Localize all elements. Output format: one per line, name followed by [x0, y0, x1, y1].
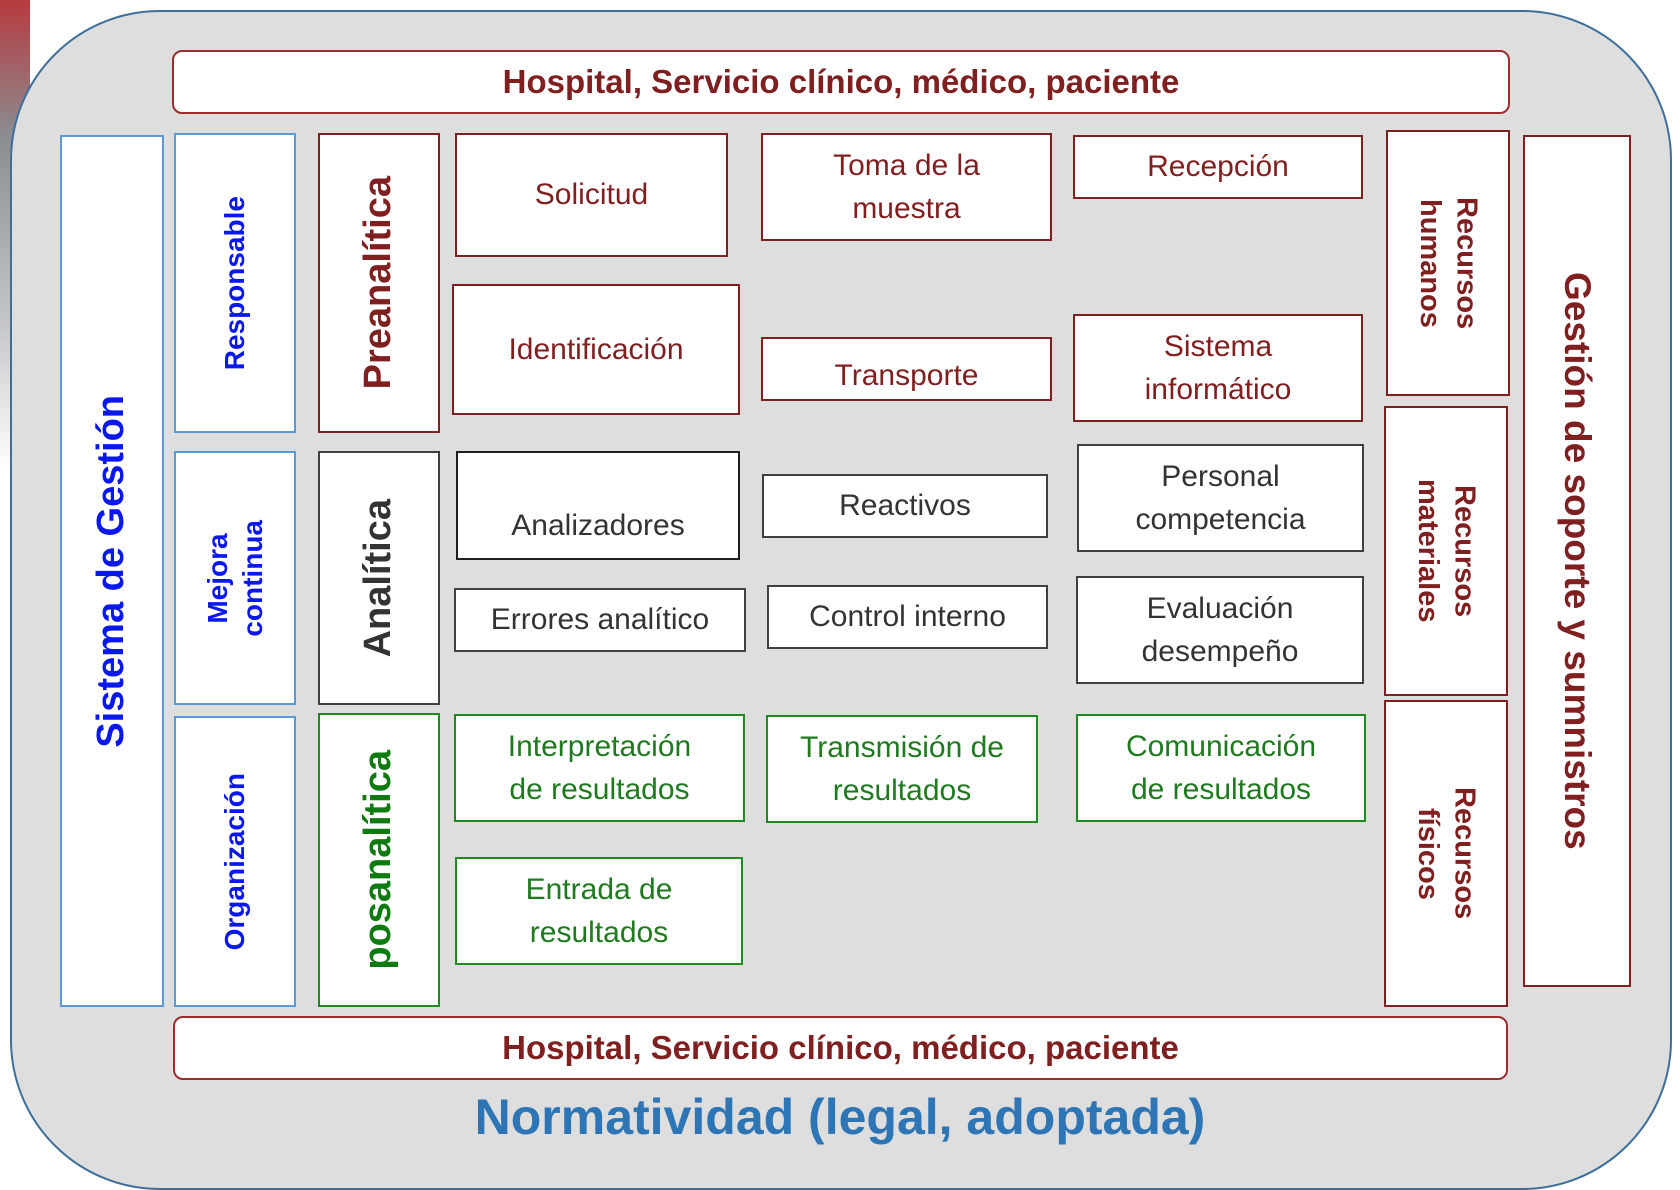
physical-resources-line-2: físicos: [1412, 807, 1444, 900]
physical-resources-line-1: Recursos: [1448, 787, 1481, 920]
performance-evaluation-box: Evaluación desempeño: [1076, 576, 1364, 684]
analytic-phase-box: Analítica: [318, 451, 440, 705]
results-communication-line-1: Comunicación: [1125, 729, 1317, 763]
regulations-footer: Normatividad (legal, adoptada): [474, 1089, 1206, 1145]
continuous-improvement-line-1: Mejora: [202, 532, 233, 624]
transport-label: Transporte: [834, 359, 979, 393]
results-interpretation-line-1: Interpretación: [507, 729, 692, 763]
sample-collection-line-1: Toma de la: [833, 148, 980, 182]
bottom-context-banner: Hospital, Servicio clínico, médico, paci…: [173, 1016, 1508, 1080]
results-interpretation-box: Interpretación de resultados: [454, 714, 745, 822]
analyzers-box: Analizadores: [456, 451, 740, 560]
identification-box: Identificación: [452, 284, 740, 415]
preanalytic-phase-box: Preanalítica: [318, 133, 440, 433]
transport-box: Transporte: [761, 337, 1052, 401]
performance-evaluation-label: Evaluación desempeño: [1142, 587, 1299, 674]
organization-label: Organización: [218, 772, 250, 951]
bottom-context-banner-text: Hospital, Servicio clínico, médico, paci…: [502, 1029, 1179, 1067]
results-entry-line-1: Entrada de: [525, 872, 673, 906]
analytic-errors-box: Errores analítico: [454, 588, 746, 652]
postanalytic-phase-label: posanalítica: [357, 750, 400, 970]
preanalytic-phase-label: Preanalítica: [357, 176, 400, 390]
sample-collection-box: Toma de la muestra: [761, 133, 1052, 241]
management-system-box: Sistema de Gestión: [60, 135, 164, 1007]
analytic-phase-label: Analítica: [357, 498, 400, 658]
top-context-banner: Hospital, Servicio clínico, médico, paci…: [172, 50, 1510, 114]
postanalytic-phase-box: posanalítica: [318, 713, 440, 1007]
material-resources-line-1: Recursos: [1448, 484, 1481, 618]
support-management-box: Gestión de soporte y sumnistros: [1523, 135, 1631, 987]
information-system-line-1: Sistema: [1163, 329, 1273, 363]
results-transmission-label: Transmisión de resultados: [800, 726, 1004, 813]
performance-evaluation-line-1: Evaluación: [1146, 591, 1294, 625]
organization-box: Organización: [174, 716, 296, 1007]
results-entry-box: Entrada de resultados: [455, 857, 743, 965]
results-entry-line-2: resultados: [529, 916, 669, 949]
management-system-label: Sistema de Gestión: [90, 394, 133, 748]
results-interpretation-label: Interpretación de resultados: [508, 725, 691, 812]
reception-box: Recepción: [1073, 135, 1363, 199]
analytic-errors-label: Errores analítico: [490, 603, 710, 637]
identification-label: Identificación: [508, 332, 684, 366]
human-resources-line-2: humanos: [1414, 198, 1446, 328]
information-system-label: Sistema informático: [1145, 325, 1292, 412]
responsible-label: Responsable: [218, 195, 250, 371]
staff-competence-line-1: Personal: [1161, 459, 1280, 493]
reagents-box: Reactivos: [762, 474, 1048, 538]
continuous-improvement-line-2: continua: [237, 519, 268, 637]
results-transmission-box: Transmisión de resultados: [766, 715, 1038, 823]
staff-competence-label: Personal competencia: [1135, 455, 1305, 542]
internal-control-box: Control interno: [767, 585, 1048, 649]
results-interpretation-line-2: de resultados: [509, 773, 690, 806]
request-label: Solicitud: [534, 178, 649, 212]
sample-collection-line-2: muestra: [852, 192, 961, 225]
request-box: Solicitud: [455, 133, 728, 257]
reception-label: Recepción: [1147, 150, 1289, 184]
analyzers-label: Analizadores: [511, 508, 685, 542]
staff-competence-line-2: competencia: [1135, 503, 1306, 536]
results-communication-line-2: de resultados: [1130, 773, 1312, 806]
top-context-banner-text: Hospital, Servicio clínico, médico, paci…: [502, 63, 1180, 101]
internal-control-label: Control interno: [809, 600, 1006, 634]
results-transmission-line-2: resultados: [832, 774, 972, 807]
reagents-label: Reactivos: [839, 489, 971, 523]
performance-evaluation-line-2: desempeño: [1141, 635, 1299, 668]
information-system-box: Sistema informático: [1073, 314, 1363, 422]
staff-competence-box: Personal competencia: [1077, 444, 1364, 552]
responsible-box: Responsable: [174, 133, 296, 433]
information-system-line-2: informático: [1144, 373, 1292, 406]
results-communication-label: Comunicación de resultados: [1126, 725, 1316, 812]
sample-collection-label: Toma de la muestra: [833, 144, 980, 231]
results-entry-label: Entrada de resultados: [526, 868, 673, 955]
results-communication-box: Comunicación de resultados: [1076, 714, 1366, 822]
material-resources-line-2: materiales: [1412, 479, 1444, 623]
human-resources-line-1: Recursos: [1450, 196, 1483, 330]
results-transmission-line-1: Transmisión de: [800, 730, 1004, 764]
support-management-label: Gestión de soporte y sumnistros: [1556, 272, 1598, 850]
